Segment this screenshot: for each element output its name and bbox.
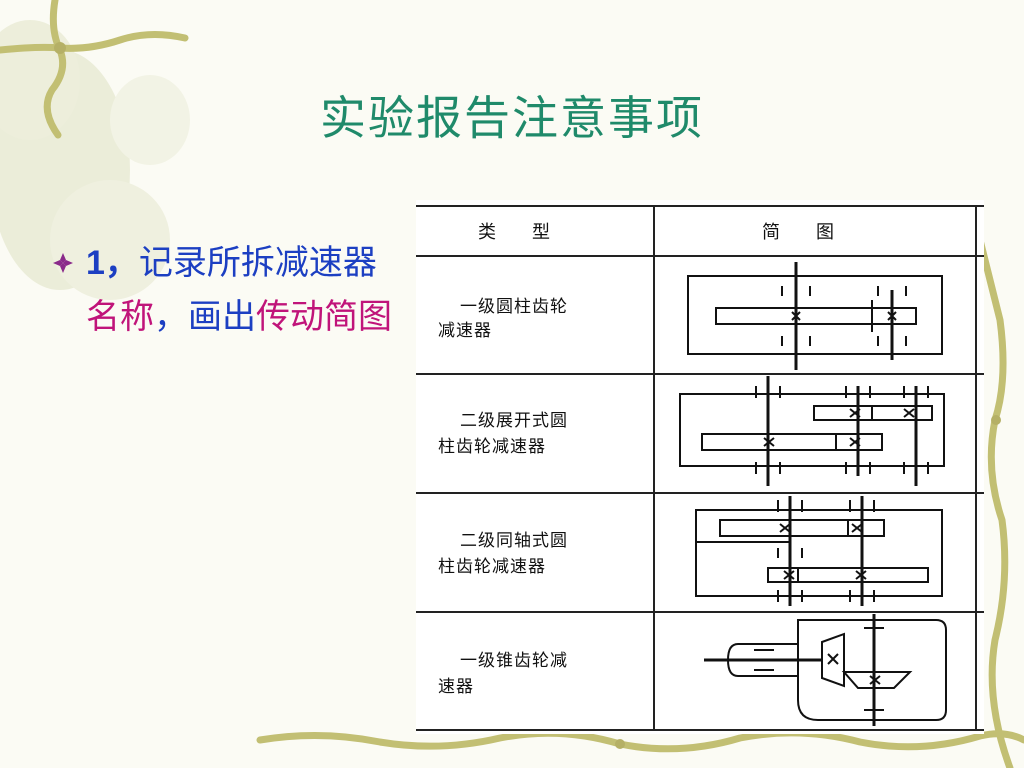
diagram-two-stage-expanded xyxy=(679,376,945,486)
header-diagram: 简 图 xyxy=(762,222,834,243)
row4-type-line1: 一级锥齿轮减 xyxy=(460,651,568,671)
header-type: 类 型 xyxy=(478,222,550,243)
table-grid xyxy=(416,205,984,731)
bullet-text-part3: ，画出 xyxy=(154,297,256,337)
reducer-type-table: 类 型 简 图 一级圆柱齿轮 减速器 二级展开式圆 柱齿轮减速器 二级同轴式圆 … xyxy=(416,200,984,734)
bullet-item: 1，记录所拆减速器名称，画出传动简图 xyxy=(52,236,392,344)
bullet-number: 1， xyxy=(86,244,139,282)
diagram-single-stage-spur xyxy=(687,262,943,370)
bullet-highlight-name: 名称 xyxy=(86,297,154,337)
bullet-text-part1: 记录所拆减速器 xyxy=(138,243,377,283)
slide-title: 实验报告注意事项 xyxy=(320,91,704,145)
diagram-two-stage-coaxial xyxy=(695,496,943,606)
row1-type-line2: 减速器 xyxy=(438,321,492,341)
row3-type-line2: 柱齿轮减速器 xyxy=(438,557,546,577)
row2-type-line1: 二级展开式圆 xyxy=(460,411,568,431)
row3-type-line1: 二级同轴式圆 xyxy=(460,531,568,551)
row2-type-line2: 柱齿轮减速器 xyxy=(438,437,546,457)
row4-type-line2: 速器 xyxy=(438,677,474,697)
row1-type-line1: 一级圆柱齿轮 xyxy=(460,297,568,317)
diagram-single-stage-bevel xyxy=(704,614,947,726)
bullet-highlight-diagram: 传动简图 xyxy=(256,297,392,337)
bullet-text: 1，记录所拆减速器名称，画出传动简图 xyxy=(86,236,392,344)
diamond-bullet-icon xyxy=(53,253,73,273)
